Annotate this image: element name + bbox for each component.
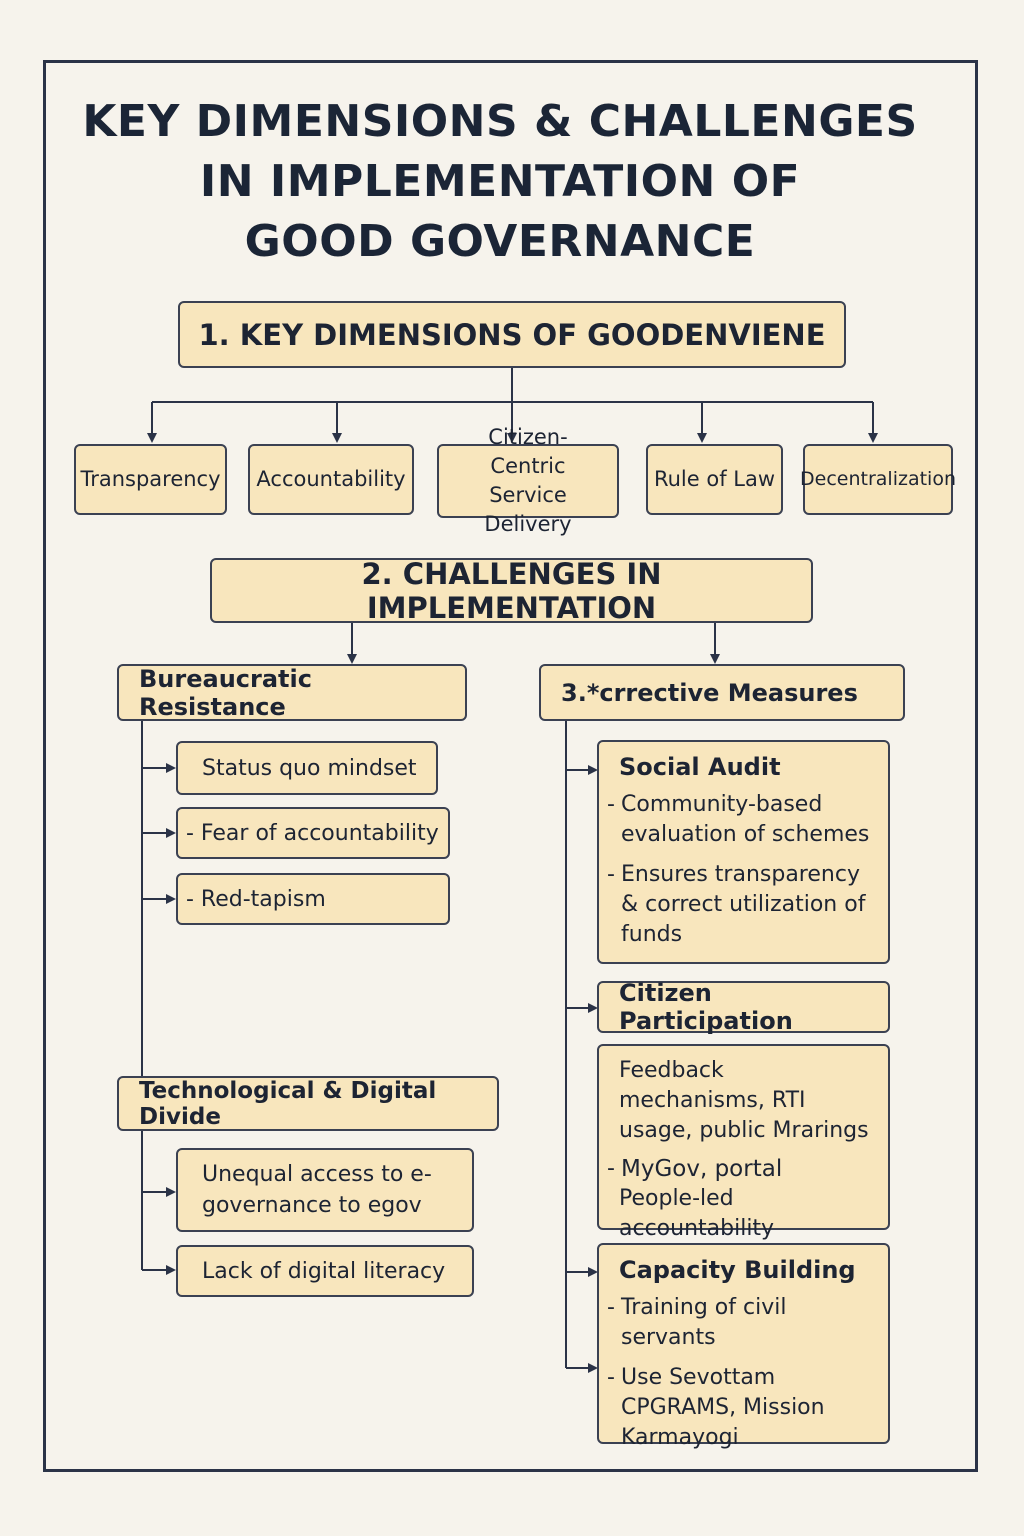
dimension-decentralization: Decentralization (800, 444, 956, 515)
citizen-participation-label: Citizen Participation (619, 979, 793, 1035)
dimension-label: Rule of Law (653, 467, 776, 491)
title-line-3: GOOD GOVERNANCE (244, 216, 756, 267)
social-audit-point: -Ensures transparency & correct utilizat… (607, 860, 872, 950)
corrective-measures-label: 3.*crrective Measures (561, 678, 858, 707)
key-dimensions-header-label: 1. KEY DIMENSIONS OF GOODENVIENE (198, 317, 826, 352)
feedback-point-text: MyGov, portal (621, 1156, 783, 1182)
digital-divide-label: Technological & Digital Divide (139, 1077, 437, 1130)
feedback-point: -MyGov, portal (607, 1156, 783, 1182)
challenge-item-red-tapism: - Red-tapism (176, 873, 450, 925)
challenge-item-label: - Fear of accountability (186, 820, 439, 846)
social-audit-card: Social Audit -Community-based evaluation… (597, 740, 890, 964)
challenge-item-status-quo: Status quo mindset (176, 741, 438, 795)
challenge-item-label: Lack of digital literacy (202, 1258, 446, 1284)
dimension-label: Accountability (256, 467, 406, 491)
capacity-building-point-text: Training of civil servants (621, 1295, 787, 1350)
diagram-frame (43, 60, 978, 1472)
capacity-building-card: Capacity Building -Training of civil ser… (597, 1243, 890, 1450)
dimension-transparency: Transparency (74, 444, 227, 515)
social-audit-point: -Community-based evaluation of schemes (607, 790, 872, 850)
social-audit-title: Social Audit (619, 753, 781, 781)
diagram-title: KEY DIMENSIONS & CHALLENGES IN IMPLEMENT… (60, 92, 940, 272)
dimension-citizen-centric: Citizen-Centric Service Delivery (437, 425, 619, 536)
challenge-item-label: Status quo mindset (202, 755, 417, 781)
capacity-building-point: -Use Sevottam CPGRAMS, Mission Karmayogi (607, 1363, 872, 1453)
feedback-text: Feedback mechanisms, RTI usage, public M… (619, 1058, 869, 1143)
dimension-label: Decentralization (800, 468, 956, 490)
challenges-header: 2. CHALLENGES IN IMPLEMENTATION (210, 556, 813, 625)
title-line-2: IN IMPLEMENTATION OF (199, 156, 801, 207)
title-line-1: KEY DIMENSIONS & CHALLENGES (82, 96, 918, 147)
feedback-card: Feedback mechanisms, RTI usage, public M… (597, 1044, 890, 1241)
dimension-label: Citizen-Centric Service Delivery (484, 425, 572, 536)
bureaucratic-resistance-label: Bureaucratic Resistance (139, 664, 312, 721)
dimension-rule-of-law: Rule of Law (646, 444, 783, 515)
dimension-label: Transparency (80, 467, 221, 491)
dimension-accountability: Accountability (248, 444, 414, 515)
capacity-building-title: Capacity Building (619, 1256, 856, 1284)
capacity-building-point-text: Use Sevottam CPGRAMS, Mission Karmayogi (621, 1365, 825, 1450)
social-audit-point-text: Community-based evaluation of schemes (621, 792, 870, 847)
capacity-building-point: -Training of civil servants (607, 1293, 872, 1353)
challenge-item-fear: - Fear of accountability (176, 807, 450, 859)
challenge-item-digital-literacy: Lack of digital literacy (176, 1245, 474, 1297)
social-audit-point-text: Ensures transparency & correct utilizati… (621, 862, 866, 947)
citizen-participation-box: Citizen Participation (597, 979, 890, 1035)
challenges-header-label: 2. CHALLENGES IN IMPLEMENTATION (361, 556, 662, 625)
key-dimensions-header: 1. KEY DIMENSIONS OF GOODENVIENE (178, 301, 846, 368)
bureaucratic-resistance-box: Bureaucratic Resistance (117, 664, 467, 721)
challenge-item-label: - Red-tapism (186, 886, 326, 912)
challenge-item-label: Unequal access to e-governance to egov (202, 1162, 432, 1218)
digital-divide-box: Technological & Digital Divide (117, 1076, 499, 1131)
feedback-text-accountability: People-led accountability (619, 1186, 775, 1241)
corrective-measures-box: 3.*crrective Measures (539, 664, 905, 721)
challenge-item-unequal-access: Unequal access to e-governance to egov (176, 1148, 474, 1232)
